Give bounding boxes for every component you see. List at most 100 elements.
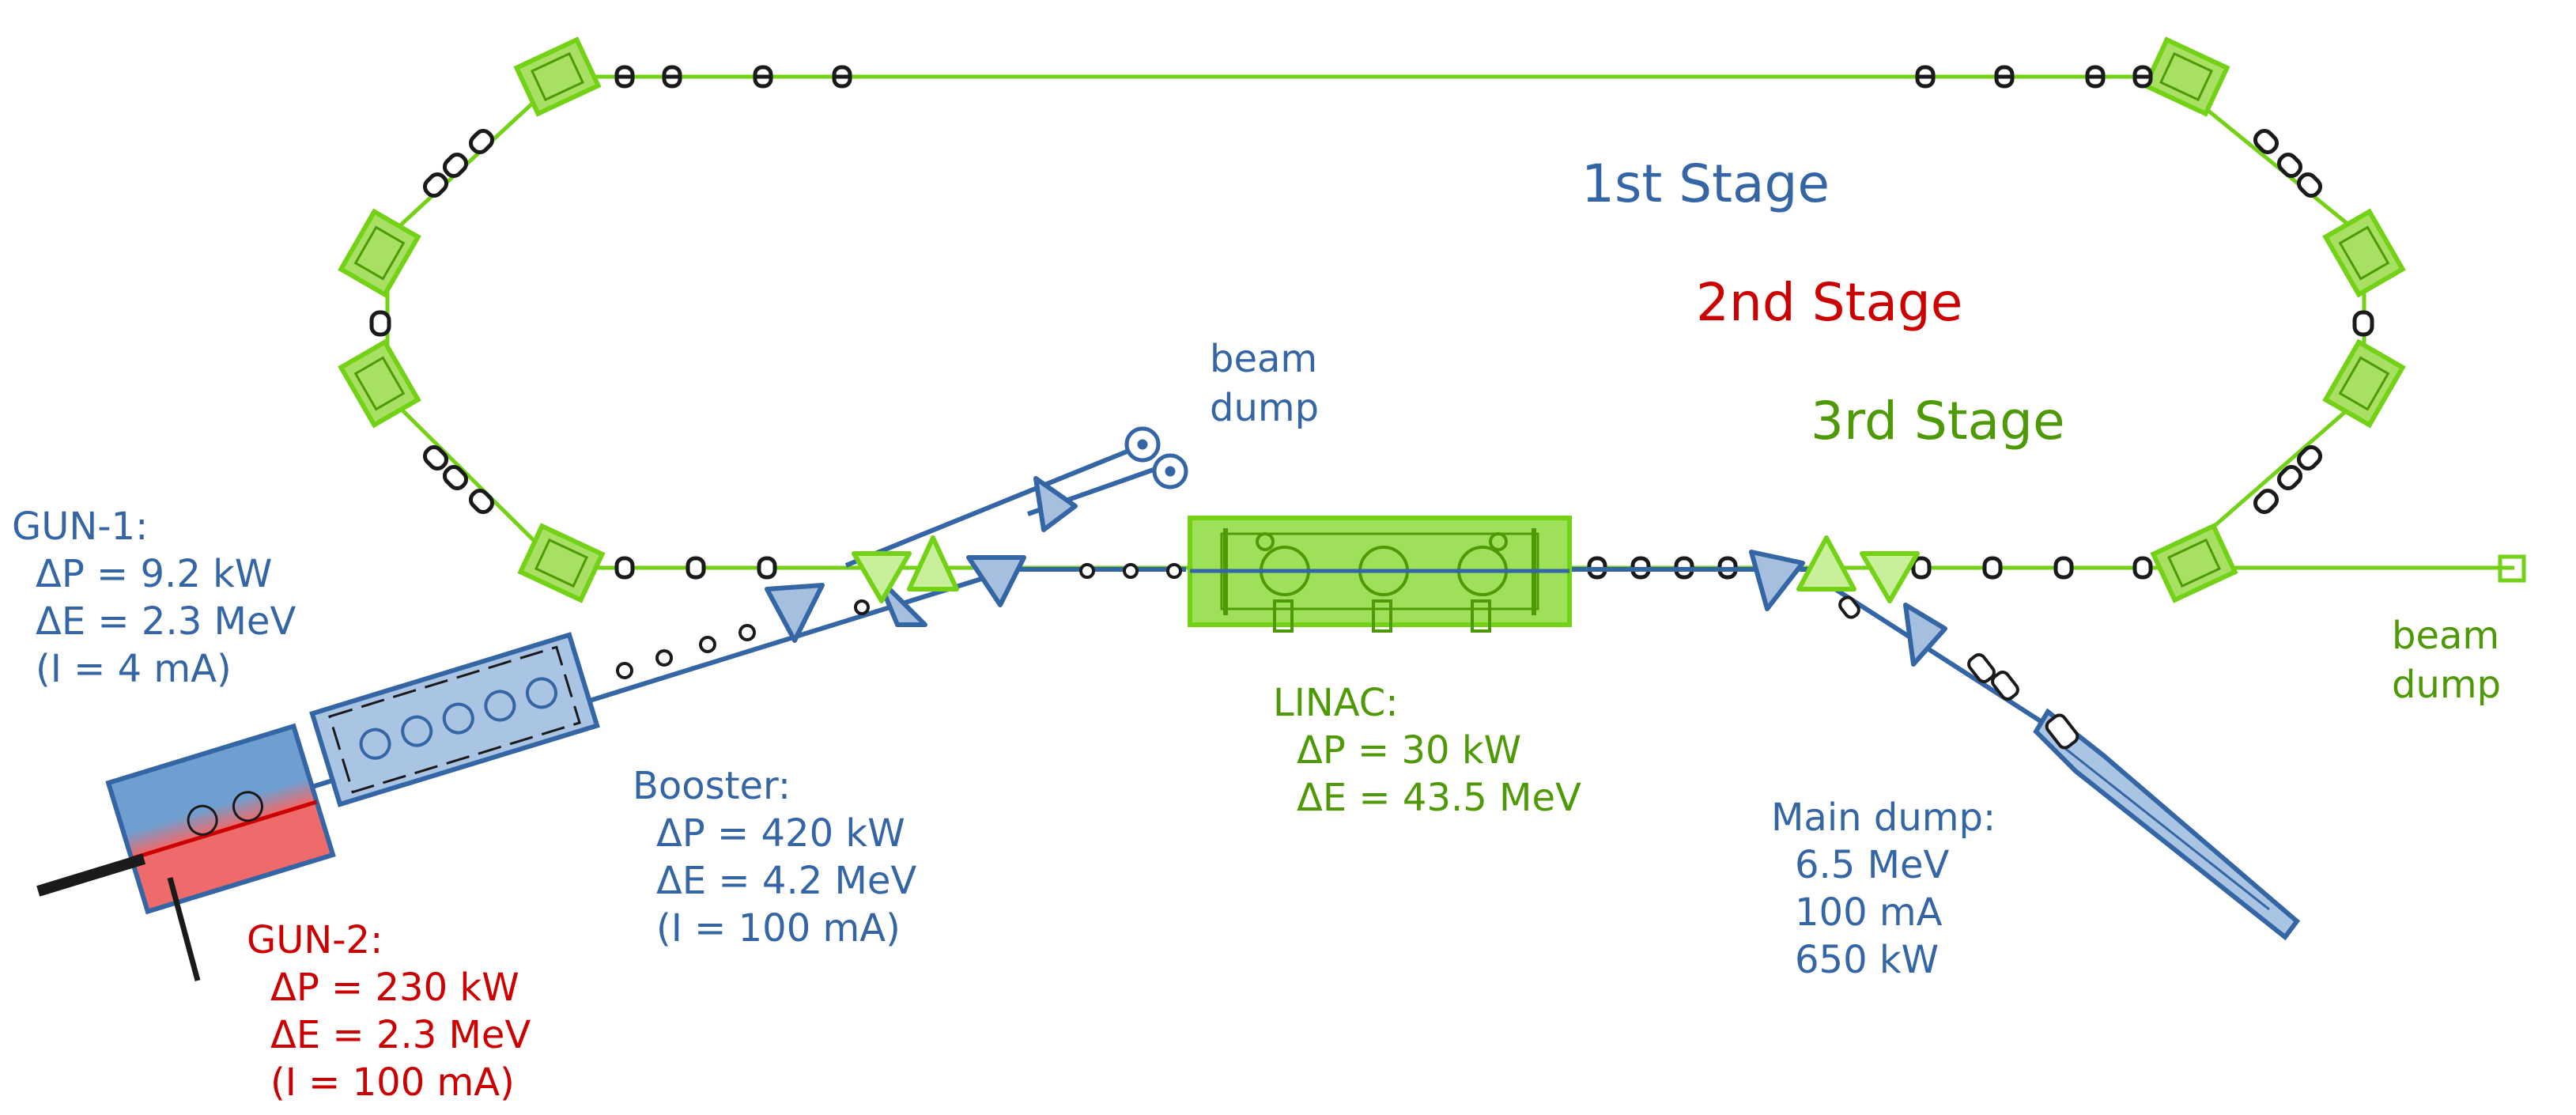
gun-1-current: (I = 4 mA) (36, 647, 232, 691)
cavity-icon (442, 702, 474, 735)
gun-2-label: GUN-2: ΔP = 230 kW ΔE = 2.3 MeV (I = 100… (247, 918, 531, 1105)
booster-title: Booster: (633, 764, 791, 808)
quadrupole-icon (2296, 444, 2323, 471)
main-dump (1838, 595, 2301, 941)
cavity-icon (525, 677, 557, 709)
quadrupole-icon (442, 464, 469, 491)
linac-title: LINAC: (1273, 681, 1398, 725)
gun-2-energy: ΔE = 2.3 MeV (270, 1013, 531, 1057)
quadrupole-icon (662, 65, 682, 89)
cavity-icon (401, 715, 433, 747)
linac-power: ΔP = 30 kW (1297, 728, 1521, 773)
quadrupole-icon (2132, 65, 2153, 89)
gun-1-power: ΔP = 9.2 kW (36, 552, 272, 596)
upper-beam-dumps (1124, 426, 1188, 489)
quadrupole-icon (1915, 65, 1936, 89)
ring-quadrupoles (369, 65, 2374, 580)
merger-dipoles (852, 535, 1920, 603)
quadrupole-icon (686, 556, 706, 580)
dipole-magnet-icon (2142, 36, 2230, 117)
dipole-magnet-icon (966, 555, 1026, 607)
quadrupole-icon (655, 649, 673, 667)
quadrupole-icon (832, 65, 852, 89)
gun-2-stalk (167, 877, 201, 981)
electron-guns (36, 723, 336, 915)
dipole-magnet-icon (2322, 338, 2406, 429)
dipole-magnet-icon (1749, 550, 1805, 611)
main-dump-current: 100 mA (1795, 890, 1943, 935)
gun-2-power: ΔP = 230 kW (270, 966, 519, 1010)
booster-energy: ΔE = 4.2 MeV (656, 859, 916, 903)
dipole-magnet-icon (338, 338, 421, 429)
gun-body (105, 723, 336, 915)
main-dump-label: Main dump: 6.5 MeV 100 mA 650 kW (1771, 796, 1996, 982)
quadrupole-icon (2296, 172, 2323, 198)
beam-dump-target-icon (2498, 554, 2526, 583)
dipole-magnet-icon (1796, 535, 1856, 592)
quadrupole-icon (753, 65, 773, 89)
upper-dump-line (844, 444, 1140, 568)
quadrupole-icon (422, 444, 449, 471)
quadrupole-icon (1994, 65, 2015, 89)
gun-1-energy: ΔE = 2.3 MeV (36, 599, 296, 644)
quadrupole-icon (2045, 713, 2079, 750)
dipole-magnet-icon (1033, 476, 1078, 532)
ring-dipoles (338, 36, 2406, 603)
stage-3-label: 3rd Stage (1811, 391, 2065, 452)
booster-power: ΔP = 420 kW (656, 811, 905, 856)
gun-2-current: (I = 100 mA) (270, 1060, 515, 1105)
booster (309, 632, 600, 807)
cavity-icon (484, 690, 516, 722)
beam-dump-label-line1: beam (1210, 337, 1317, 381)
quadrupole-icon (1166, 563, 1182, 579)
main-dump-power: 650 kW (1795, 938, 1939, 982)
beam-dump-target-icon (1152, 453, 1188, 489)
beam-dump-label-line2: dump (2392, 663, 2501, 707)
booster-body (309, 632, 600, 807)
quadrupole-icon (2132, 556, 2153, 580)
quadrupole-icon (757, 556, 777, 580)
quadrupole-icon (854, 599, 870, 615)
dipole-magnet-icon (2150, 523, 2238, 603)
recirculation-ring (385, 74, 2514, 570)
linac (1188, 516, 1572, 633)
main-dump-energy: 6.5 MeV (1795, 843, 1950, 887)
quadrupole-icon (1079, 563, 1095, 579)
injector-beam-elements (616, 563, 1182, 679)
booster-current: (I = 100 mA) (656, 906, 901, 951)
quadrupole-icon (699, 636, 716, 653)
quadrupole-icon (738, 624, 756, 641)
quadrupole-icon (616, 662, 633, 679)
quadrupole-icon (2085, 65, 2106, 89)
quadrupole-icon (422, 172, 449, 198)
upper-beam-dump-label: beam dump (1210, 337, 1319, 430)
dipole-magnet-icon (1903, 603, 1947, 667)
quadrupole-icon (468, 128, 495, 155)
injector-dipoles (765, 476, 1947, 667)
linac-label: LINAC: ΔP = 30 kW ΔE = 43.5 MeV (1273, 681, 1581, 820)
quadrupole-icon (2053, 556, 2074, 580)
cavity-icon (359, 728, 391, 760)
quadrupole-icon (2253, 128, 2279, 155)
quadrupole-icon (614, 556, 635, 580)
quadrupole-icon (1911, 556, 1932, 580)
linac-energy: ΔE = 43.5 MeV (1297, 776, 1581, 820)
dipole-magnet-icon (907, 535, 959, 592)
dipole-magnet-icon (2322, 208, 2406, 298)
right-beam-dump-label: beam dump (2392, 614, 2501, 707)
dipole-magnet-icon (517, 523, 606, 603)
dipole-magnet-icon (765, 583, 825, 643)
booster-label: Booster: ΔP = 420 kW ΔE = 4.2 MeV (I = 1… (633, 764, 916, 951)
quadrupole-icon (1967, 653, 1996, 683)
gun-1-title: GUN-1: (12, 505, 148, 549)
quadrupole-icon (468, 488, 495, 515)
gun-2-title: GUN-2: (247, 918, 383, 962)
quadrupole-icon (2276, 152, 2303, 179)
quadrupole-icon (2253, 488, 2279, 515)
stage-2-label: 2nd Stage (1696, 272, 1962, 333)
main-dump-title: Main dump: (1771, 796, 1996, 840)
quadrupole-icon (614, 65, 635, 89)
dipole-magnet-icon (852, 551, 912, 603)
quadrupole-icon (1991, 671, 2019, 701)
